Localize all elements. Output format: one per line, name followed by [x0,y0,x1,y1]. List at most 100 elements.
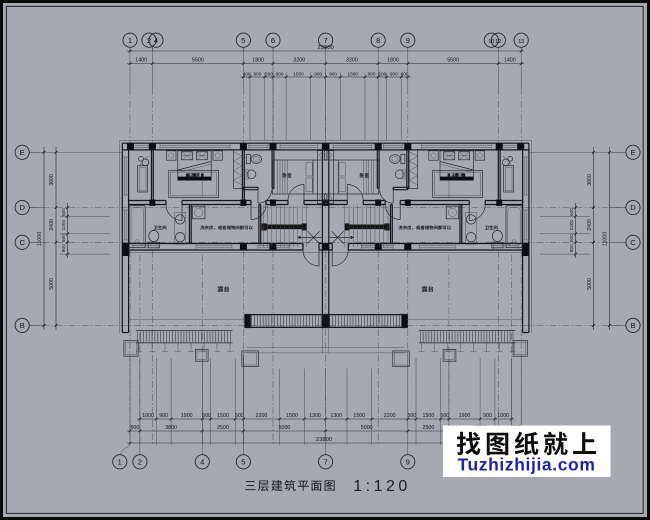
dim-text: 1500 [217,413,229,419]
dim-text: 900 [253,71,261,76]
grid-bubble-bottom-4: 4 [194,454,210,470]
dim-text: 1900 [181,413,193,419]
dim-text-overall-bottom: 23800 [316,437,333,443]
grid-bubble-label: B [630,321,635,330]
dim-text: 2200 [256,413,268,419]
dim-text: 1400 [504,58,516,64]
dim-text-overall-right: 11000 [602,232,608,246]
sheet-border [5,5,644,514]
dim-text: 600 [569,234,574,242]
grid-bubble-label: 5 [241,36,245,45]
dim-text: 5500 [192,58,204,64]
grid-bubble-label: B [20,321,25,330]
building-outline [119,140,532,333]
dim-text: 900 [159,413,168,419]
dim-text: 1500 [293,71,304,76]
dim-text: 1500 [423,413,435,419]
wc-rooms [245,153,406,180]
grid-bubble-label: 6 [271,36,275,45]
dim-text: 1400 [135,58,147,64]
grid-bubble-left-C: C [14,234,30,250]
dim-text: 900 [483,413,492,419]
dim-text: 2400 [49,219,55,231]
dim-text: 900 [329,71,337,76]
grid-bubble-bottom-2: 2 [132,454,148,470]
dim-text: 2500 [217,425,229,431]
grid-bubble-right-D: D [625,199,641,216]
grid-bubble-label: 4 [154,36,158,45]
grid-bubble-label: 9 [406,457,410,466]
grid-bubble-label: E [630,148,635,157]
grid-bubble-right-B: B [625,317,641,333]
dim-text: 2200 [384,413,396,419]
dimensions-right: 11000 3600 2400 5000 600 1200 600 800 [540,147,612,330]
side-room-fixtures [137,156,514,193]
dim-text: 800 [569,244,574,252]
grid-bubble-label: 8 [376,36,380,45]
wardrobes [233,149,419,189]
dim-text: 3200 [346,58,358,64]
grid-bubble-label: C [19,238,25,247]
drawing-layer: 23800 1400 5500 1800 3200 3200 1800 5500… [14,32,641,495]
grid-bubbles-left: E D C B [14,144,44,333]
grid-bubble-label: D [630,203,636,212]
dim-text: 400 [401,71,409,76]
dim-text: 1800 [387,58,399,64]
grid-bubble-bottom-9: 9 [400,454,416,470]
dim-text: 1500 [353,413,365,419]
dim-text: 5000 [279,425,291,431]
grid-bubble-label: 9 [406,36,410,45]
grid-bubble-label: 1 [118,457,122,466]
dim-text: 500 [235,413,244,419]
dim-text: 900 [390,71,398,76]
dim-text: 800 [276,71,284,76]
dim-text: 500 [407,413,416,419]
dim-text: 900 [314,71,322,76]
master-bedroom-right [428,150,485,198]
grid-bubble-label: C [630,238,636,247]
dim-text: 1200 [569,219,574,230]
dim-text-overall-left: 11000 [37,232,43,246]
dim-text: 1000 [142,413,154,419]
stairs [261,205,390,247]
columns [122,143,529,256]
dim-text: 400 [243,71,251,76]
dim-text: 1000 [497,413,509,419]
dim-text: 800 [61,244,66,252]
watermark: 找图纸就上 Tuzhizhijia.com [443,425,611,477]
dim-text: 1500 [347,71,358,76]
grid-bubble-label: 2 [138,457,142,466]
drawing-title: 三层建筑平面图 1:120 [245,478,411,495]
grid-bubbles-right: E D C B [609,144,641,333]
grid-bubble-label: 1 [128,36,132,45]
dim-text: 500 [440,413,449,419]
grid-bubble-bottom-1: 1 [112,454,128,470]
dim-text-overall-top: 23800 [317,45,334,51]
dim-text: 500 [378,71,386,76]
dim-text: 500 [265,71,273,76]
dim-text: 800 [368,71,376,76]
grid-bubbles-bottom: 1 2 4 5 7 9 [112,444,416,470]
grid-bubble-top-4: 4 [148,32,164,48]
dim-text: 2400 [587,219,593,231]
dim-text: 5000 [361,425,373,431]
dim-text: 1800 [252,58,264,64]
dim-text: 1300 [330,413,342,419]
grid-bubble-label: 12 [495,39,501,45]
building [119,140,532,367]
interior-walls [128,149,524,245]
dim-text: 1500 [286,413,298,419]
title-scale: 1:120 [353,478,411,495]
grid-bubble-label: 13 [518,39,524,45]
terrace [123,313,528,367]
small-bedrooms [272,150,380,204]
grid-bubble-label: 7 [323,36,327,45]
dim-text: 3200 [293,58,305,64]
dimensions-top: 23800 1400 5500 1800 3200 3200 1800 5500… [127,45,525,141]
grid-bubble-label: D [19,203,25,212]
grid-bubble-left-D: D [14,199,30,216]
dim-text: 600 [61,208,66,216]
